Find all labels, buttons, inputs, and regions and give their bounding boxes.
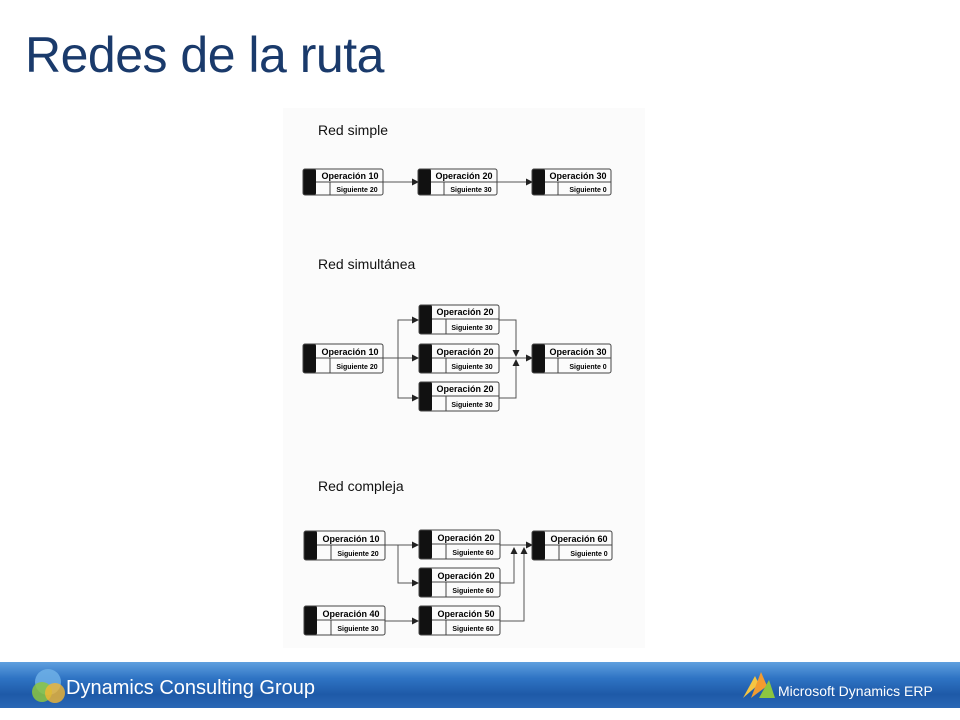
node-op-label: Operación 10: [321, 171, 378, 181]
node-simple-20: Operación 20 Siguiente 30: [417, 168, 498, 196]
footer-company-name: Dynamics Consulting Group: [66, 677, 315, 699]
node-next-label: Siguiente 60: [452, 588, 493, 595]
node-sim-20a: Operación 20 Siguiente 30: [418, 304, 500, 335]
node-op-label: Operación 50: [437, 609, 494, 619]
node-op-label: Operación 20: [436, 384, 493, 394]
diagram-panel: [283, 108, 645, 648]
node-next-label: Siguiente 20: [336, 187, 377, 194]
node-simple-30: Operación 30 Siguiente 0: [531, 168, 612, 196]
node-cx-10: Operación 10 Siguiente 20: [303, 530, 386, 561]
node-op-label: Operación 30: [549, 171, 606, 181]
heading-red-compleja: Red compleja: [318, 478, 404, 494]
node-cx-60: Operación 60 Siguiente 0: [531, 530, 613, 561]
node-cx-50: Operación 50 Siguiente 60: [418, 605, 501, 636]
edge-p-20c-30: [499, 359, 520, 399]
node-next-label: Siguiente 30: [451, 364, 492, 371]
footer-bottom-strip: [0, 708, 960, 720]
node-op-label: Operación 10: [321, 347, 378, 357]
node-op-label: Operación 20: [436, 307, 493, 317]
node-next-label: Siguiente 0: [570, 551, 607, 558]
node-next-label: Siguiente 30: [451, 402, 492, 409]
node-next-label: Siguiente 0: [569, 364, 606, 371]
node-next-label: Siguiente 20: [337, 551, 378, 558]
node-op-label: Operación 20: [437, 571, 494, 581]
node-op-label: Operación 30: [549, 347, 606, 357]
simultaneous-connectors: [383, 316, 533, 402]
node-simple-10: Operación 10 Siguiente 20: [302, 168, 384, 196]
node-op-label: Operación 20: [435, 171, 492, 181]
edge-c-10-20b: [397, 545, 419, 587]
heading-red-simultanea: Red simultánea: [318, 256, 416, 272]
node-cx-20a: Operación 20 Siguiente 60: [418, 529, 501, 560]
heading-red-simple: Red simple: [318, 122, 389, 138]
node-op-label: Operación 10: [322, 534, 379, 544]
node-sim-20c: Operación 20 Siguiente 30: [418, 381, 500, 412]
node-next-label: Siguiente 0: [569, 187, 606, 194]
node-op-label: Operación 40: [322, 609, 379, 619]
node-next-label: Siguiente 20: [336, 364, 377, 371]
footer-bar: [0, 662, 960, 708]
microsoft-dynamics-logo-icon: [743, 672, 775, 698]
node-sim-10: Operación 10 Siguiente 20: [302, 343, 384, 374]
edge-p-10-20c: [397, 358, 419, 402]
edge-c-20b-60: [500, 547, 518, 584]
node-op-label: Operación 60: [550, 534, 607, 544]
edge-p-10-20a: [383, 316, 419, 359]
edge-p-20a-30: [499, 319, 520, 357]
edge-c-50-60: [500, 547, 528, 622]
node-op-label: Operación 20: [436, 347, 493, 357]
node-next-label: Siguiente 30: [337, 626, 378, 633]
node-sim-20b: Operación 20 Siguiente 30: [418, 343, 500, 374]
node-cx-20b: Operación 20 Siguiente 60: [418, 567, 501, 598]
footer-brand-name: Microsoft Dynamics ERP: [778, 683, 933, 699]
node-op-label: Operación 20: [437, 533, 494, 543]
node-next-label: Siguiente 30: [450, 187, 491, 194]
node-sim-30: Operación 30 Siguiente 0: [531, 343, 612, 374]
node-next-label: Siguiente 60: [452, 626, 493, 633]
node-next-label: Siguiente 60: [452, 550, 493, 557]
node-cx-40: Operación 40 Siguiente 30: [303, 605, 386, 636]
globe-logo-icon: [32, 669, 65, 703]
complex-connectors: [385, 541, 533, 625]
node-next-label: Siguiente 30: [451, 325, 492, 332]
slide-title: Redes de la ruta: [25, 27, 384, 83]
